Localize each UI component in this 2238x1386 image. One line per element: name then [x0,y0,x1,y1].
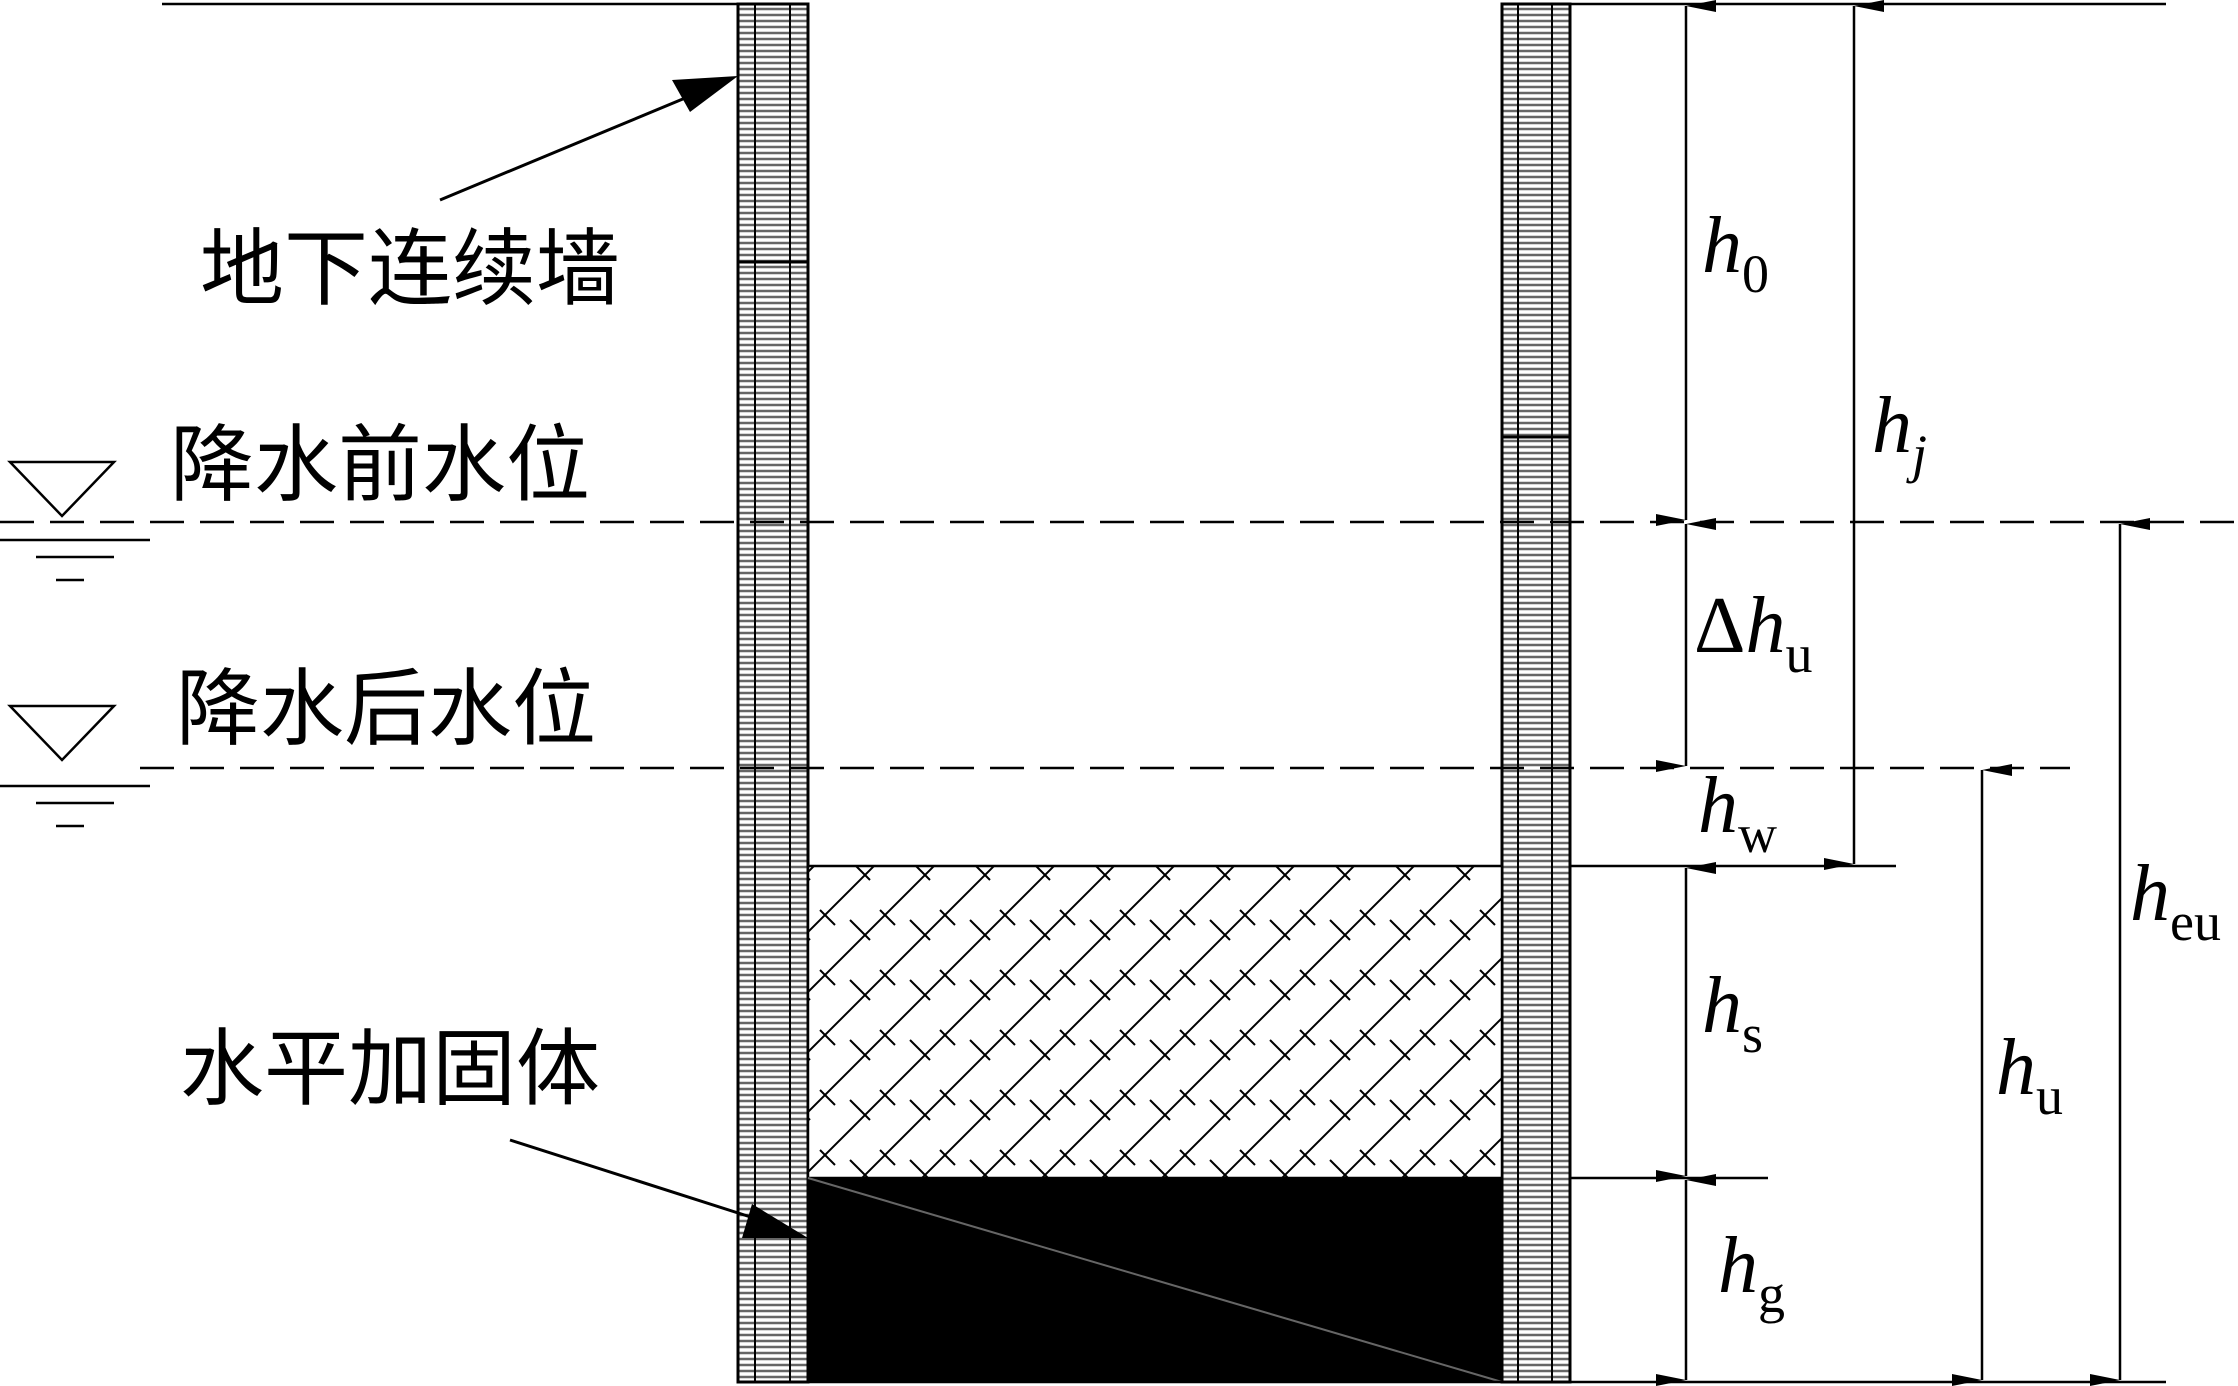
dimension-arrows [1656,0,2150,1386]
label-hj: hj [1872,382,1927,484]
right-diaphragm-wall [1500,2,1572,1384]
label-hw: hw [1698,762,1777,864]
label-heu: heu [2130,850,2221,952]
reinforcement-leader-arrow [509,1138,761,1222]
leader-arrows [439,76,808,1238]
label-hg: hg [1718,1222,1785,1324]
water-before-label: 降水前水位 [170,416,590,514]
label-dhu: Δhu [1694,582,1812,684]
label-hu: hu [1996,1024,2063,1126]
wall-label: 地下连续墙 [200,220,620,318]
water-after-label: 降水后水位 [176,660,596,758]
left-diaphragm-wall [736,2,810,1384]
wall-leader-arrow [439,94,691,202]
water-level-before-icon [0,460,150,582]
soil-layer [806,864,1504,1180]
reinforcement-label: 水平加固体 [180,1020,600,1118]
reinforcement-body [807,1177,1503,1383]
water-level-after-icon [0,704,150,828]
label-h0: h0 [1702,202,1769,304]
label-hs: hs [1702,962,1763,1064]
